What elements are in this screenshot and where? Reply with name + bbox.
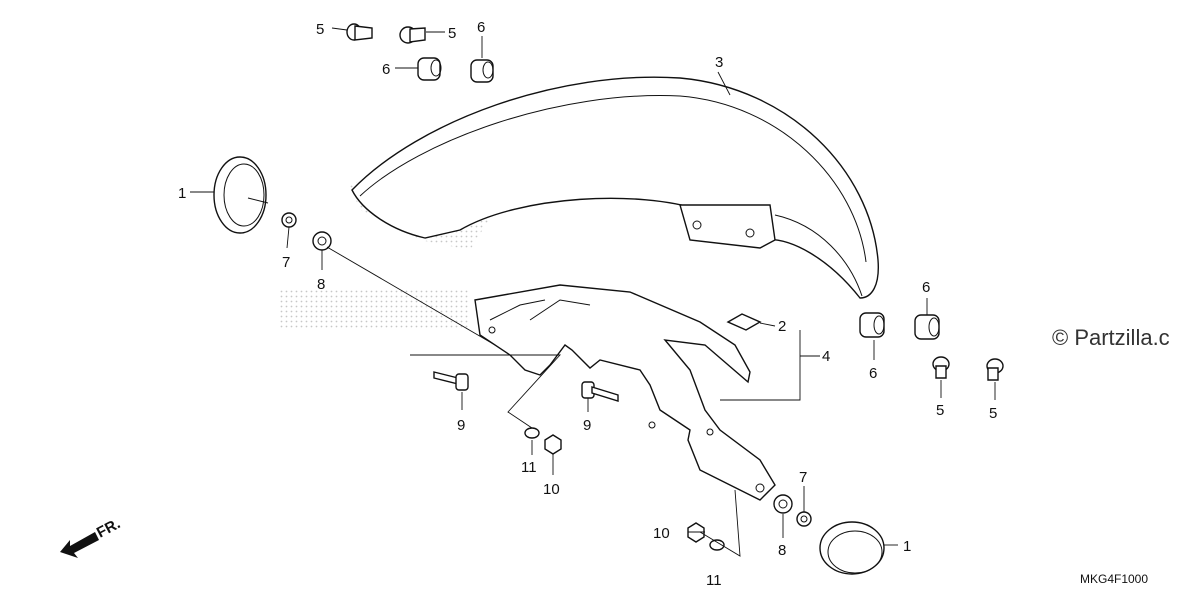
direction-label: FR. <box>94 515 123 541</box>
bolt-9-right <box>581 381 619 402</box>
bolt-9-left <box>433 371 469 391</box>
fender-plate <box>726 313 762 331</box>
callout-6-b: 6 <box>382 61 390 78</box>
callout-1-right: 1 <box>903 538 911 555</box>
callout-5-d: 5 <box>989 405 997 422</box>
callout-6-c: 6 <box>922 279 930 296</box>
callout-10-left: 10 <box>543 481 560 498</box>
callout-6-d: 6 <box>869 365 877 382</box>
collar-2 <box>399 26 426 44</box>
washer-11-left <box>524 427 540 439</box>
callout-9-right: 9 <box>583 417 591 434</box>
washer-8-right <box>773 494 793 514</box>
callout-7-left: 7 <box>282 254 290 271</box>
callout-2: 2 <box>778 318 786 335</box>
callout-5-a: 5 <box>316 21 324 38</box>
reflector-right <box>819 521 885 575</box>
callout-7-right: 7 <box>799 469 807 486</box>
callout-4: 4 <box>822 348 830 365</box>
callout-8-left: 8 <box>317 276 325 293</box>
callout-numbers: 1 1 2 3 4 5 5 5 5 6 6 6 6 7 7 8 8 9 9 10… <box>178 19 997 589</box>
callout-11-left: 11 <box>521 459 537 476</box>
callout-8-right: 8 <box>778 542 786 559</box>
front-direction-arrow-icon <box>60 532 99 558</box>
grommet-1 <box>417 57 442 81</box>
washer-11-right <box>709 539 725 551</box>
diagram-code: MKG4F1000 <box>1080 572 1149 586</box>
washer-7-left <box>281 212 297 228</box>
callout-5-b: 5 <box>448 25 456 42</box>
nut-10-right <box>687 522 705 543</box>
leader-lines <box>190 27 996 557</box>
collar-3 <box>932 356 950 379</box>
callout-10-right: 10 <box>653 525 670 542</box>
washer-7-right <box>796 511 812 527</box>
callout-3: 3 <box>715 54 723 71</box>
callout-6-a: 6 <box>477 19 485 36</box>
fender-stay <box>474 284 776 501</box>
callout-5-c: 5 <box>936 402 944 419</box>
reflector-left <box>213 156 269 234</box>
callout-1-left: 1 <box>178 185 186 202</box>
grommet-2 <box>470 59 494 83</box>
grommet-4 <box>914 314 940 340</box>
callout-9-left: 9 <box>457 417 465 434</box>
collar-4 <box>986 358 1004 381</box>
collar-1 <box>346 23 373 41</box>
nut-10-left <box>544 434 562 455</box>
watermark: © Partzilla.c <box>1052 325 1170 350</box>
grommet-3 <box>859 312 885 338</box>
front-fender <box>351 76 879 299</box>
callout-11-right: 11 <box>706 572 722 589</box>
